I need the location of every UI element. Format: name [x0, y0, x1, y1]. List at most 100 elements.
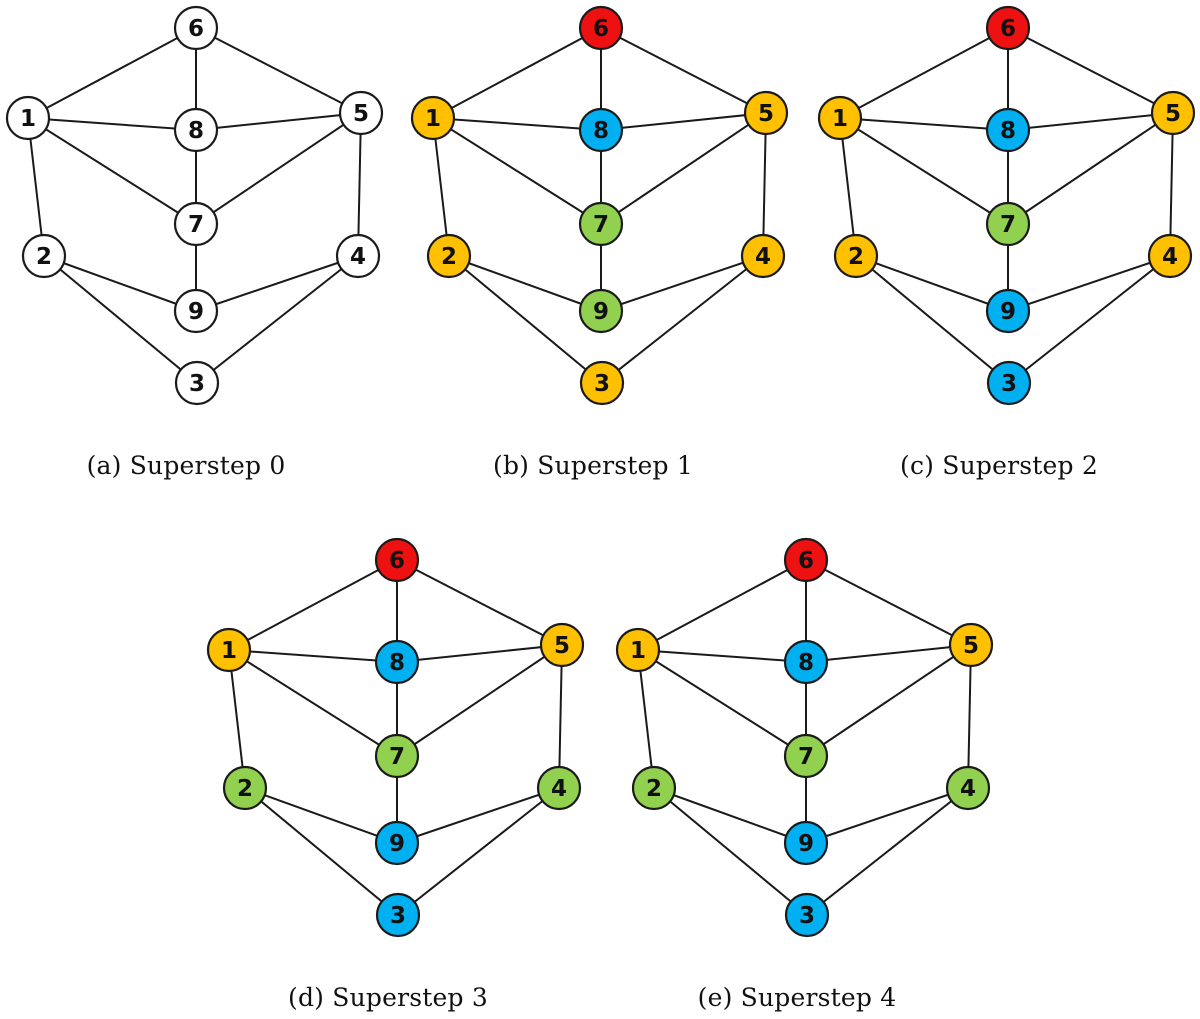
node-1: 1: [410, 95, 456, 141]
node-3: 3: [579, 360, 625, 406]
node-4: 4: [536, 765, 582, 811]
node-circle: [173, 288, 219, 334]
edge-1-2: [27, 117, 45, 257]
edge-1-2: [228, 649, 246, 789]
node-circle: [173, 107, 219, 153]
edge-8-5: [396, 644, 563, 663]
node-label: 8: [798, 650, 814, 676]
node-9: 9: [374, 820, 420, 866]
edge-8-5: [195, 112, 362, 131]
caption-e: (e) Superstep 4: [697, 983, 897, 1012]
node-label: 6: [188, 16, 204, 42]
node-circle: [985, 288, 1031, 334]
node-label: 5: [963, 633, 979, 659]
node-circle: [784, 892, 830, 938]
node-circle: [426, 233, 472, 279]
node-6: 6: [374, 537, 420, 583]
node-6: 6: [578, 5, 624, 51]
edge-6-5: [600, 27, 767, 114]
node-5: 5: [338, 90, 384, 136]
edge-1-8: [432, 117, 602, 131]
node-circle: [783, 639, 829, 685]
node-circle: [783, 537, 829, 583]
edge-4-3: [196, 255, 359, 384]
edge-9-4: [1007, 255, 1171, 312]
node-circle: [173, 5, 219, 51]
node-circle: [374, 639, 420, 685]
node-7: 7: [173, 201, 219, 247]
node-circle: [985, 107, 1031, 153]
node-2: 2: [21, 233, 67, 279]
node-5: 5: [539, 622, 585, 668]
node-circle: [985, 201, 1031, 247]
edge-9-4: [396, 787, 560, 844]
node-2: 2: [222, 765, 268, 811]
node-label: 9: [593, 299, 609, 325]
edge-1-8: [637, 649, 807, 663]
edge-5-4: [558, 644, 563, 789]
edge-1-2: [839, 117, 857, 257]
node-4: 4: [945, 765, 991, 811]
node-1: 1: [817, 95, 863, 141]
caption-c: (c) Superstep 2: [900, 451, 1098, 480]
node-label: 6: [389, 548, 405, 574]
edge-6-5: [805, 559, 972, 646]
node-3: 3: [986, 360, 1032, 406]
node-circle: [222, 765, 268, 811]
node-label: 5: [1165, 101, 1181, 127]
node-circle: [578, 288, 624, 334]
node-circle: [740, 233, 786, 279]
node-circle: [374, 820, 420, 866]
node-circle: [817, 95, 863, 141]
node-circle: [410, 95, 456, 141]
edge-8-5: [1007, 112, 1174, 131]
node-7: 7: [374, 733, 420, 779]
node-label: 2: [441, 244, 457, 270]
node-7: 7: [578, 201, 624, 247]
edge-6-1: [27, 27, 197, 119]
edge-6-1: [637, 559, 807, 651]
node-circle: [174, 360, 220, 406]
node-label: 6: [593, 16, 609, 42]
edge-2-3: [855, 255, 1010, 384]
node-6: 6: [173, 5, 219, 51]
node-circle: [5, 95, 51, 141]
node-label: 2: [646, 776, 662, 802]
node-1: 1: [615, 627, 661, 673]
edge-6-5: [1007, 27, 1174, 114]
node-circle: [783, 820, 829, 866]
node-7: 7: [985, 201, 1031, 247]
node-5: 5: [1150, 90, 1196, 136]
edge-5-7: [805, 644, 972, 757]
node-label: 2: [237, 776, 253, 802]
node-label: 7: [1000, 212, 1016, 238]
node-circle: [1150, 90, 1196, 136]
edge-6-5: [396, 559, 563, 646]
edge-1-2: [637, 649, 655, 789]
caption-a: (a) Superstep 0: [86, 451, 286, 480]
node-8: 8: [578, 107, 624, 153]
edge-5-7: [195, 112, 362, 225]
node-circle: [743, 90, 789, 136]
node-circle: [338, 90, 384, 136]
node-label: 4: [960, 776, 976, 802]
edge-1-7: [432, 117, 602, 225]
node-label: 9: [798, 831, 814, 857]
node-label: 7: [389, 744, 405, 770]
edge-9-4: [805, 787, 969, 844]
edge-8-5: [600, 112, 767, 131]
edge-6-1: [228, 559, 398, 651]
node-label: 1: [221, 638, 237, 664]
node-label: 4: [1162, 244, 1178, 270]
node-2: 2: [631, 765, 677, 811]
node-2: 2: [833, 233, 879, 279]
node-label: 4: [755, 244, 771, 270]
edge-4-3: [601, 255, 764, 384]
node-label: 8: [593, 118, 609, 144]
node-label: 5: [353, 101, 369, 127]
node-4: 4: [1147, 233, 1193, 279]
